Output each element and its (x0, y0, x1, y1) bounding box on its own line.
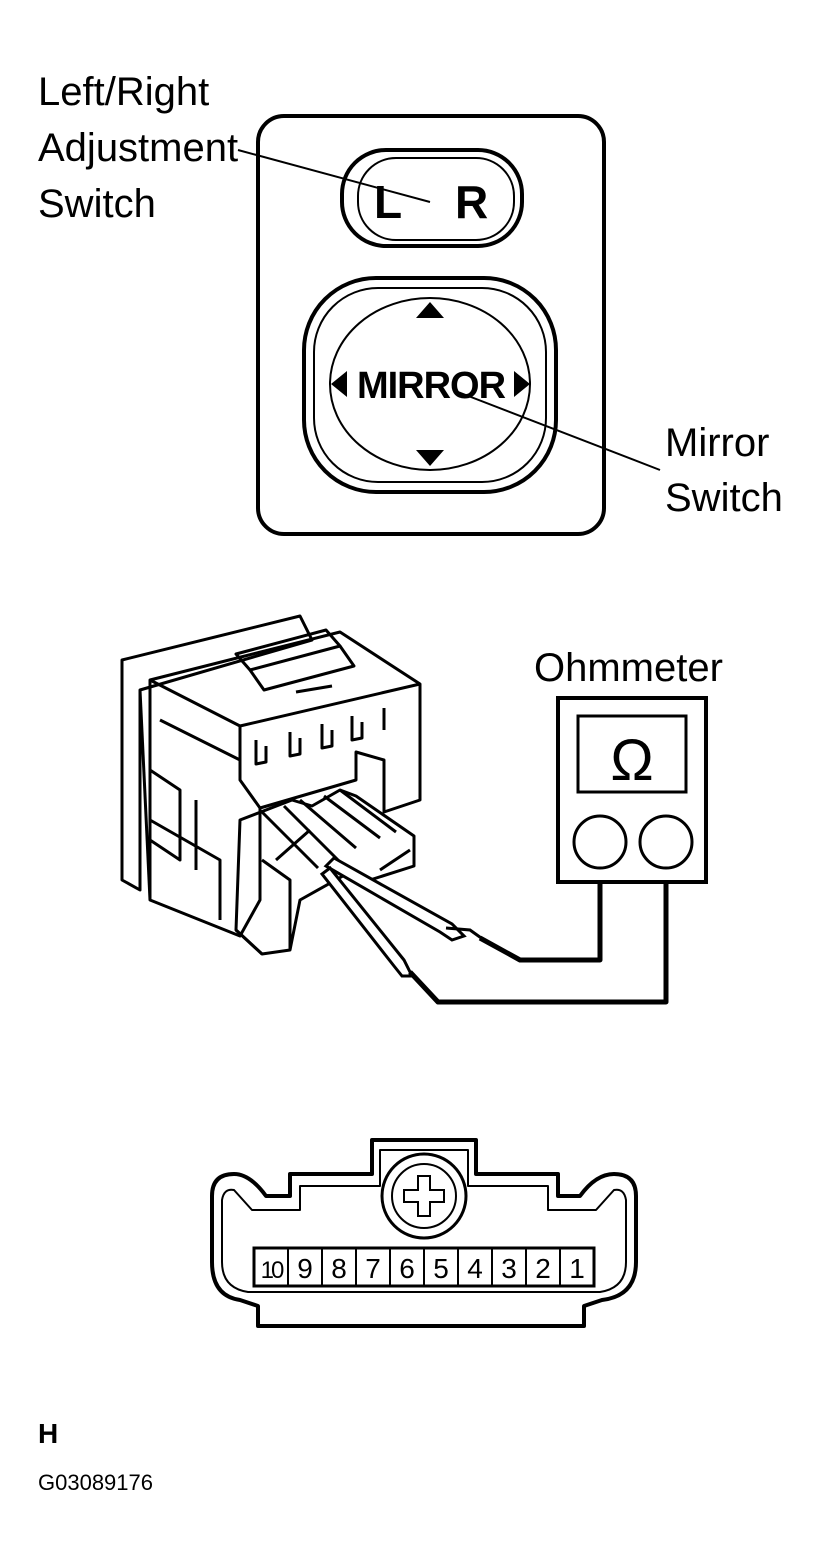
pin-cell (423, 1247, 459, 1287)
arrow-down-icon (416, 450, 444, 466)
figure-letter: H (38, 1418, 59, 1449)
ohmmeter-body (556, 696, 708, 884)
pin-cell (389, 1247, 425, 1287)
pin-number: 9 (297, 1253, 313, 1284)
mirror-switch-inner (313, 287, 547, 483)
pin-number: 3 (501, 1253, 517, 1284)
ohmmeter-label: Ohmmeter (534, 646, 723, 690)
pin-number: 7 (365, 1253, 381, 1284)
adjust-switch-label-line1: Left/Right (38, 70, 210, 114)
arrow-left-icon (331, 371, 347, 397)
pin-number: 1 (569, 1253, 585, 1284)
pin-cell (559, 1247, 595, 1287)
pin-cell (525, 1247, 561, 1287)
ohmmeter-jack-right (638, 814, 694, 870)
mirror-switch-outer (302, 276, 558, 494)
lead-wire-left (478, 882, 603, 963)
pin-number: 5 (433, 1253, 449, 1284)
lr-switch-right-letter: R (455, 176, 488, 228)
mirror-switch-label-line1: Mirror (665, 421, 770, 465)
connector-key-inner (391, 1163, 457, 1229)
ohmmeter-jack-left (572, 814, 628, 870)
pin-cell (457, 1247, 493, 1287)
switch-diagram: L R MIRROR (237, 114, 661, 536)
mirror-switch-label: MIRROR (357, 365, 506, 407)
pin-number: 2 (535, 1253, 551, 1284)
pin-cell (287, 1247, 323, 1287)
test-probes (319, 856, 485, 978)
lr-switch-inner (357, 157, 515, 241)
ohm-symbol: Ω (610, 728, 653, 793)
pin-cell (253, 1247, 289, 1287)
pin-cell (491, 1247, 527, 1287)
pin-number: 8 (331, 1253, 347, 1284)
adjust-switch-label-line2: Adjustment (38, 126, 239, 170)
adjust-leader-line (237, 149, 431, 203)
lr-switch-outer (340, 148, 524, 248)
arrow-right-icon (514, 371, 530, 397)
pin-number: 4 (467, 1253, 483, 1284)
pin-cell (355, 1247, 391, 1287)
plus-icon (403, 1175, 445, 1217)
mirror-leader-line (457, 391, 661, 471)
switch-body-connector (120, 614, 422, 956)
connector-key-outer (380, 1152, 468, 1240)
arrow-up-icon (416, 302, 444, 318)
connector-face-outline (210, 1138, 638, 1328)
ohmmeter-display (576, 714, 688, 794)
lead-wire-right (408, 882, 669, 1005)
pin-cell (321, 1247, 357, 1287)
figure-code: G03089176 (38, 1470, 153, 1495)
mirror-switch-label-line2: Switch (665, 476, 783, 520)
pin-row-frame (252, 1246, 596, 1288)
pin-number: 6 (399, 1253, 415, 1284)
adjust-switch-label-line3: Switch (38, 182, 156, 226)
switch-panel-outline (256, 114, 606, 536)
lr-switch-left-letter: L (374, 176, 402, 228)
pin-number: 10 (261, 1257, 284, 1284)
